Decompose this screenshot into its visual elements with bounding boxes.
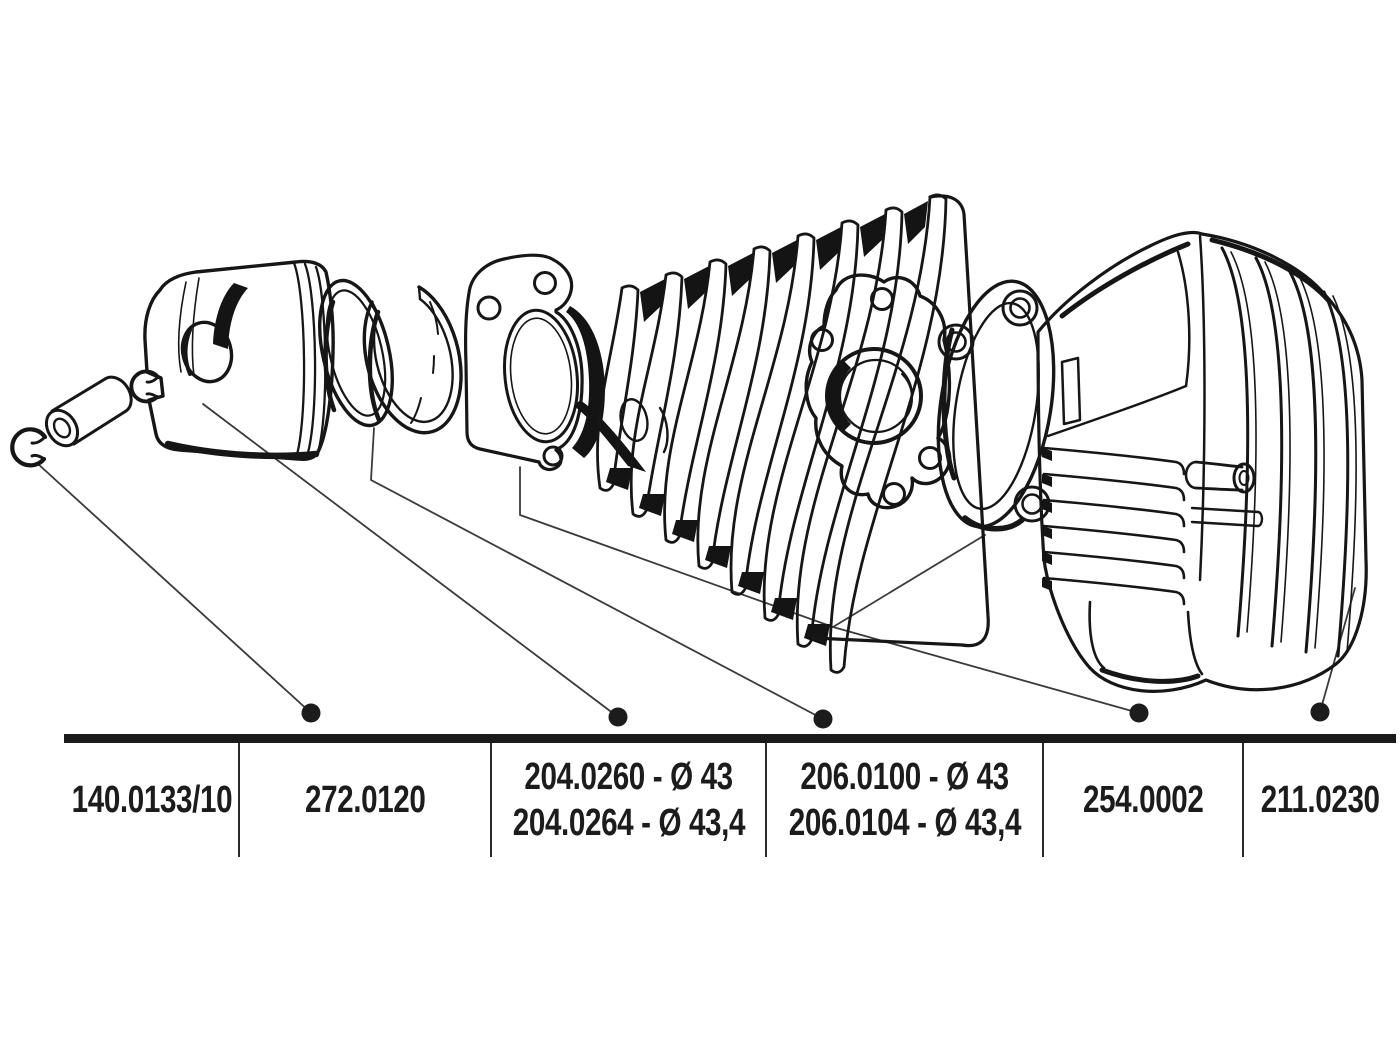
callout-dots — [301, 702, 1330, 729]
part-number-cell-1: 140.0133/10 — [65, 743, 238, 857]
part-number: 272.0120 — [304, 779, 426, 821]
piston-ring-closed — [318, 278, 394, 428]
column-separator — [238, 743, 240, 857]
piston — [143, 259, 335, 462]
column-separator — [490, 743, 492, 857]
fin-bottom-shadows — [606, 468, 830, 646]
piston-pin — [44, 375, 133, 448]
cylinder-flange — [804, 273, 952, 510]
base-gasket — [464, 253, 605, 472]
cylinder — [574, 193, 990, 674]
part-number: 204.0264 - Ø 43,4 — [512, 802, 745, 844]
circlip-outer — [10, 427, 48, 468]
column-separator — [1042, 743, 1044, 857]
part-number: 206.0100 - Ø 43 — [800, 756, 1009, 798]
piston-skirt-window — [213, 283, 248, 349]
column-separator — [765, 743, 767, 857]
part-number-cell-2: 272.0120 — [240, 743, 490, 857]
part-number: 204.0260 - Ø 43 — [524, 756, 733, 798]
part-number: 140.0133/10 — [71, 779, 232, 821]
part-number: 254.0002 — [1082, 779, 1204, 821]
part-number-cell-6: 211.0230 — [1244, 743, 1396, 857]
cylinder-head — [1036, 230, 1368, 693]
part-number-cell-3: 204.0260 - Ø 43 204.0264 - Ø 43,4 — [492, 743, 765, 857]
part-number-cell-5: 254.0002 — [1044, 743, 1242, 857]
column-separator — [1242, 743, 1244, 857]
fin-top-shadows — [640, 201, 928, 322]
part-number: 211.0230 — [1260, 779, 1380, 821]
head-gasket — [936, 279, 1056, 532]
head-stud-boss — [1184, 460, 1256, 494]
head-fin-shadows — [1042, 448, 1052, 591]
table-top-rule — [64, 734, 1396, 743]
piston-ring-open — [362, 285, 463, 435]
part-number-cell-4: 206.0100 - Ø 43 206.0104 - Ø 43,4 — [767, 743, 1042, 857]
part-number: 206.0104 - Ø 43,4 — [788, 802, 1021, 844]
